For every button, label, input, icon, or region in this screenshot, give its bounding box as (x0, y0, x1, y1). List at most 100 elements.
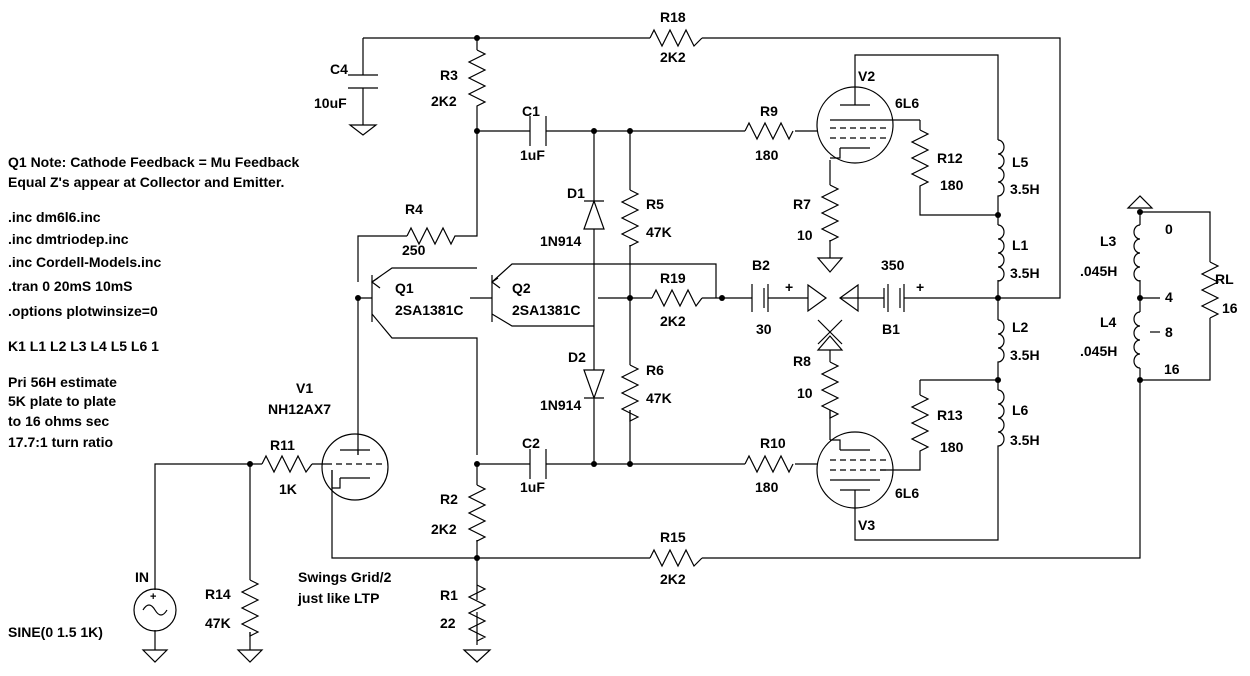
label-R13-value: 180 (940, 439, 964, 455)
center-arrows (807, 257, 859, 351)
ground-icon (462, 649, 492, 663)
label-R18-value: 2K2 (660, 49, 686, 65)
inductor-L3 (1133, 224, 1141, 282)
label-tap-16: 16 (1164, 361, 1180, 377)
resistors (240, 28, 1220, 642)
label-R5-value: 47K (646, 224, 672, 240)
resistor-R11 (261, 454, 313, 474)
label-R11-value: 1K (279, 481, 297, 497)
label-R10-name: R10 (760, 435, 786, 451)
label-R7-name: R7 (793, 196, 811, 212)
label-V1-name: V1 (296, 380, 313, 396)
resistor-RL (1200, 261, 1220, 319)
label-R13-name: R13 (937, 407, 963, 423)
inductors (997, 139, 1141, 450)
label-V1-value: NH12AX7 (268, 401, 331, 417)
label-B1-plus: + (916, 279, 924, 295)
note-line: .inc dmtriodep.inc (8, 231, 129, 247)
label-R3-value: 2K2 (431, 93, 457, 109)
capacitor-C4 (348, 74, 378, 89)
note-line: Pri 56H estimate (8, 374, 117, 390)
label-R5-name: R5 (646, 196, 664, 212)
ground-icon (236, 649, 264, 663)
label-L2-name: L2 (1012, 319, 1029, 335)
note-line: 17.7:1 turn ratio (8, 434, 113, 450)
label-R10-value: 180 (755, 479, 779, 495)
label-B2-name: B2 (752, 257, 770, 273)
component-labels: R18 2K2 C4 10uF R3 2K2 C1 1uF R9 180 V2 … (8, 9, 1238, 640)
label-RL-value: 16 (1222, 300, 1238, 316)
label-R2-name: R2 (440, 491, 458, 507)
label-R11-name: R11 (270, 437, 295, 453)
label-R19-value: 2K2 (660, 313, 686, 329)
label-Q2-value: 2SA1381C (512, 302, 581, 318)
annotation-line: just like LTP (297, 590, 379, 606)
label-R6-name: R6 (646, 362, 664, 378)
label-B2-value: 30 (756, 321, 772, 337)
note-line: 5K plate to plate (8, 393, 116, 409)
inductor-L2 (997, 319, 1005, 370)
label-L5-value: 3.5H (1010, 181, 1040, 197)
label-Q1-value: 2SA1381C (395, 302, 464, 318)
resistor-R1 (467, 584, 487, 642)
note-line: K1 L1 L2 L3 L4 L5 L6 1 (8, 338, 159, 354)
resistor-R19 (651, 288, 703, 308)
annotation-line: Swings Grid/2 (298, 569, 392, 585)
resistor-R7 (820, 184, 840, 242)
label-B1-value: 350 (881, 257, 905, 273)
resistor-R13 (910, 394, 930, 460)
label-L3-name: L3 (1100, 233, 1117, 249)
label-R12-value: 180 (940, 177, 964, 193)
label-C4-name: C4 (330, 61, 348, 77)
label-tap-8: 8 (1165, 324, 1173, 340)
grounds (141, 124, 1154, 663)
label-L2-value: 3.5H (1010, 347, 1040, 363)
annotation: Swings Grid/2 just like LTP (297, 569, 392, 606)
label-V2-value: 6L6 (895, 95, 919, 111)
resistor-R6 (620, 364, 640, 422)
label-Q1-name: Q1 (395, 280, 414, 296)
resistor-R5 (620, 189, 640, 247)
label-V3-value: 6L6 (895, 485, 919, 501)
label-L1-name: L1 (1012, 237, 1029, 253)
label-L3-value: .045H (1080, 263, 1117, 279)
note-line: Q1 Note: Cathode Feedback = Mu Feedback (8, 154, 300, 170)
tube-V1 (321, 433, 389, 501)
resistor-R18 (649, 28, 703, 48)
label-R4-name: R4 (405, 201, 423, 217)
label-tap-4: 4 (1165, 289, 1173, 305)
resistor-R3 (467, 49, 487, 114)
ground-icon (141, 649, 169, 663)
label-IN-name: IN (135, 569, 149, 585)
note-line: .tran 0 20mS 10mS (8, 278, 133, 294)
label-D1-name: D1 (567, 185, 585, 201)
label-R3-name: R3 (440, 67, 458, 83)
diodes (583, 199, 605, 400)
label-V3-name: V3 (858, 517, 875, 533)
note-line: Equal Z's appear at Collector and Emitte… (8, 174, 284, 190)
ground-icon (348, 124, 378, 136)
battery-B1 (876, 284, 912, 312)
label-R8-name: R8 (793, 353, 811, 369)
resistor-R2 (467, 484, 487, 542)
inductor-L4 (1133, 311, 1141, 369)
label-L4-value: .045H (1080, 343, 1117, 359)
label-R14-name: R14 (205, 586, 231, 602)
note-line: .inc dm6l6.inc (8, 209, 101, 225)
label-R19-name: R19 (660, 270, 686, 286)
label-D2-value: 1N914 (540, 397, 581, 413)
label-R1-value: 22 (440, 615, 456, 631)
battery-B2 (740, 284, 769, 312)
label-R1-name: R1 (440, 587, 458, 603)
label-D1-value: 1N914 (540, 233, 581, 249)
tubes (321, 70, 894, 509)
inductor-L6 (997, 389, 1005, 450)
label-IN-value: SINE(0 1.5 1K) (8, 624, 103, 640)
resistor-R8 (820, 361, 840, 419)
transistor-Q1 (370, 275, 381, 322)
transistor-Q2 (470, 275, 501, 322)
label-L6-name: L6 (1012, 402, 1029, 418)
label-R9-name: R9 (760, 103, 778, 119)
label-C2-value: 1uF (520, 479, 545, 495)
label-C1-name: C1 (522, 103, 540, 119)
